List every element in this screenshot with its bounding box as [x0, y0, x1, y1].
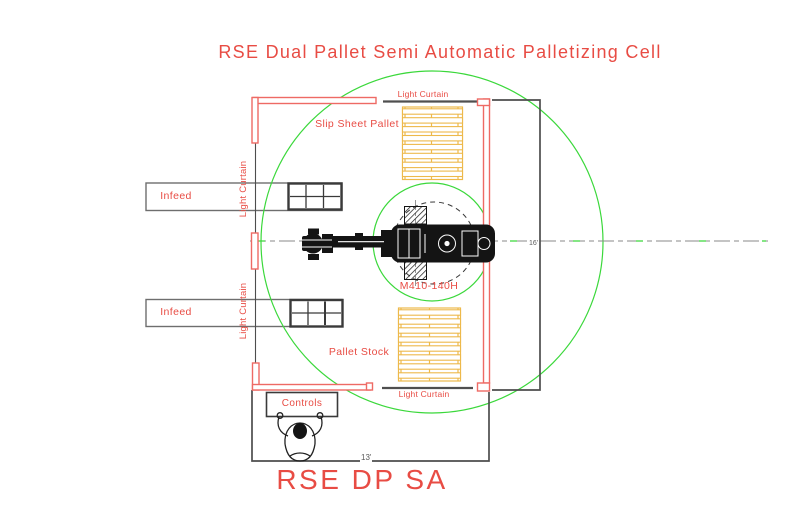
height-dimension-label: 16'	[528, 240, 540, 247]
light-curtain-top-label: Light Curtain	[397, 89, 449, 99]
light-curtain-bottom-label: Light Curtain	[398, 389, 450, 399]
pallet-stock	[397, 307, 462, 382]
slip-sheet-pallet-label: Slip Sheet Pallet	[315, 118, 399, 130]
robot-balancer-bottom	[404, 261, 427, 280]
barrier-top-left-horizontal	[252, 96, 377, 105]
infeed-roller-grid-top	[287, 182, 343, 211]
slip-sheet-pallet	[401, 106, 464, 181]
outer-envelope-circle	[260, 70, 604, 414]
operator-figure	[276, 412, 324, 462]
right-post-top-hook	[476, 98, 491, 107]
robot-gripper	[302, 228, 323, 260]
infeed-bottom-label: Infeed	[160, 306, 192, 318]
infeed-roller-grid-bottom	[289, 298, 344, 328]
barrier-top-left-vertical	[251, 96, 259, 144]
pallet-stock-label: Pallet Stock	[328, 346, 390, 358]
robot-body-details	[397, 228, 491, 259]
infeed-top-label: Infeed	[160, 190, 192, 202]
barrier-bottom-horizontal	[251, 383, 372, 391]
light-curtain-left-upper-label: Light Curtain	[238, 160, 249, 218]
barrier-end-cap	[365, 382, 374, 391]
right-post-bottom-hook	[476, 382, 491, 392]
robot-model-label: M410-140H	[399, 280, 459, 292]
robot-balancer-top	[404, 206, 427, 225]
light-curtain-post-left	[250, 232, 259, 270]
light-curtain-left-lower-label: Light Curtain	[238, 282, 249, 340]
palletizing-robot	[301, 206, 495, 280]
drawing-title: RSE Dual Pallet Semi Automatic Palletizi…	[218, 42, 662, 62]
width-dimension-label: 13'	[360, 453, 373, 462]
light-curtain-lines	[382, 100, 480, 390]
gripper-details	[301, 239, 332, 248]
controls-label: Controls	[281, 398, 323, 409]
drawing-footer-label: RSE DP SA	[276, 464, 448, 495]
